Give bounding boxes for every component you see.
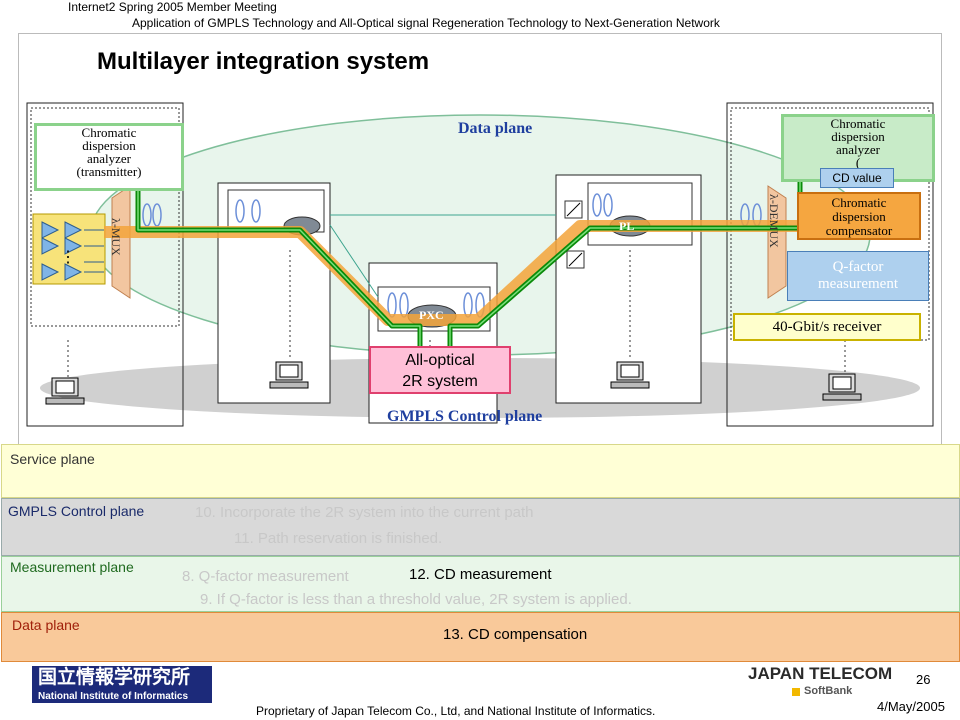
demux-shape	[767, 185, 787, 299]
page-number: 26	[916, 672, 931, 687]
step-10: 10. Incorporate the 2R system into the c…	[195, 504, 534, 521]
step-8: 8. Q-factor measurement	[182, 568, 349, 585]
japan-telecom-logo: JAPAN TELECOM	[748, 664, 893, 683]
meeting-header: Internet2 Spring 2005 Member Meeting	[68, 0, 277, 14]
all-optical-2r-system: All-optical 2R system	[369, 346, 511, 394]
cd-compensator: Chromatic dispersion compensator	[797, 192, 921, 240]
data-plane-band-label: Data plane	[12, 617, 80, 633]
cd-analyzer-rx-line: (	[855, 155, 861, 170]
cd-analyzer-tx-line: analyzer	[86, 151, 132, 166]
all-optical-line: 2R system	[402, 373, 478, 390]
q-factor-line: Q-factor	[832, 259, 884, 275]
q-factor-line: measurement	[818, 276, 898, 292]
gmpls-plane-label: GMPLS Control plane	[8, 503, 145, 519]
cd-value-tag: CD value	[820, 168, 894, 188]
nii-logo: 国立情報学研究所 National Institute of Informati…	[20, 662, 256, 704]
data-plane-band: Data plane 13. CD compensation	[1, 612, 960, 662]
cd-analyzer-rx-line: dispersion	[831, 129, 885, 144]
step-11: 11. Path reservation is finished.	[234, 530, 443, 547]
svg-text:⋮: ⋮	[60, 249, 76, 266]
cd-compensator-line: dispersion	[832, 209, 886, 224]
slide-title: Multilayer integration system	[97, 48, 430, 75]
slide-date: 4/May/2005	[877, 699, 945, 714]
data-plane-label: Data plane	[458, 120, 533, 137]
pxc-label: PXC	[419, 308, 444, 322]
cd-analyzer-tx-line: dispersion	[82, 138, 136, 153]
computer-icon	[822, 373, 862, 401]
switch-box-4	[587, 182, 693, 246]
step-13: 13. CD compensation	[443, 626, 588, 643]
control-plane-label: GMPLS Control plane	[387, 408, 543, 425]
service-plane-label: Service plane	[10, 451, 95, 467]
pl-label: PL	[619, 219, 635, 233]
mux-label: λ-MUX	[109, 218, 123, 256]
service-plane-band: Service plane	[1, 444, 960, 498]
cd-analyzer-tx-line: (transmitter)	[76, 164, 142, 179]
softbank-icon	[792, 688, 800, 696]
all-optical-line: All-optical	[405, 352, 475, 369]
cd-analyzer-tx-line: Chromatic	[81, 125, 137, 140]
cd-analyzer-rx-line: analyzer	[835, 142, 881, 157]
step-12: 12. CD measurement	[409, 566, 552, 583]
measurement-plane-label: Measurement plane	[10, 559, 134, 575]
proprietary-notice: Proprietary of Japan Telecom Co., Ltd, a…	[256, 704, 656, 718]
cd-analyzer-transmitter: Chromatic dispersion analyzer (transmitt…	[34, 123, 184, 191]
q-factor-measurement: Q-factor measurement	[787, 251, 929, 301]
cd-compensator-line: compensator	[825, 223, 893, 238]
cd-analyzer-rx-line: Chromatic	[830, 116, 886, 131]
step-9: 9. If Q-factor is less than a threshold …	[200, 591, 632, 608]
computer-icon	[269, 361, 309, 389]
node-left-outer	[26, 102, 184, 427]
node-left-inner	[30, 107, 180, 327]
measurement-plane-band: Measurement plane 8. Q-factor measuremen…	[1, 556, 960, 612]
gmpls-plane-band: GMPLS Control plane 10. Incorporate the …	[1, 498, 960, 556]
nii-logo-jp: 国立情報学研究所	[32, 666, 212, 690]
nii-logo-en: National Institute of Informatics	[32, 690, 212, 703]
cd-compensator-line: Chromatic	[831, 195, 887, 210]
computer-icon	[45, 377, 85, 405]
network-diagram: ⋮	[26, 102, 934, 427]
softbank-label: SoftBank	[804, 685, 853, 697]
demux-label: λ-DEMUX	[767, 194, 781, 248]
receiver-box: 40-Gbit/s receiver	[733, 313, 921, 341]
computer-icon	[610, 361, 650, 389]
node-right-outer	[726, 102, 934, 427]
presentation-subtitle: Application of GMPLS Technology and All-…	[132, 16, 720, 30]
